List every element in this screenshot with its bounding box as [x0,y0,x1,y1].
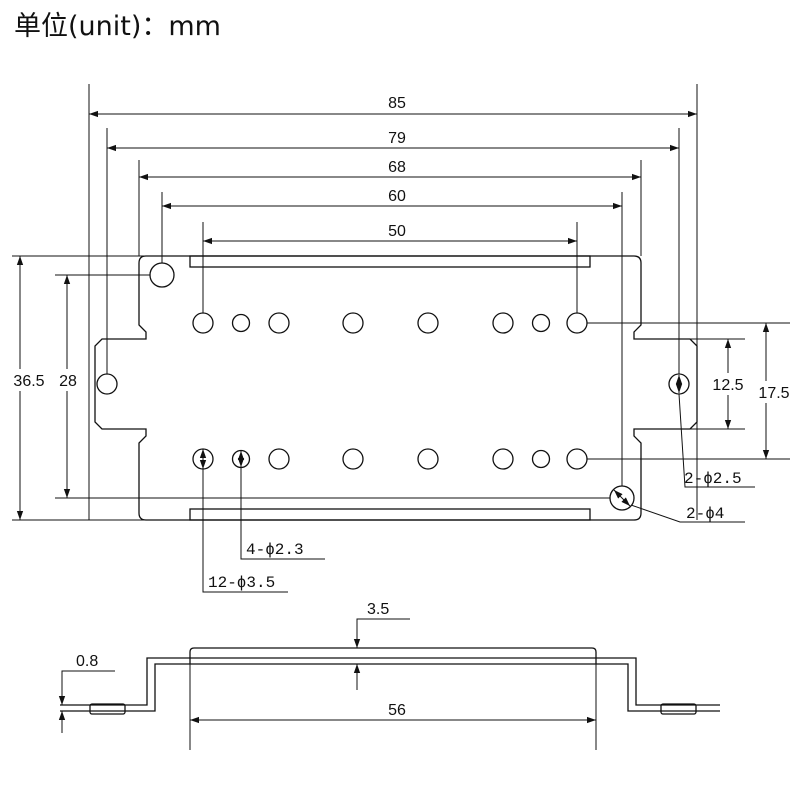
pole-hole [417,312,439,334]
pole-hole [342,448,364,470]
side-view-profile [60,647,720,715]
dim-60: 60 [388,188,406,205]
height-dimensions-right: 12.5 17.5 [587,322,796,460]
dim-68: 68 [388,159,406,176]
dim-36-5: 36.5 [13,373,44,390]
dim-56: 56 [388,702,406,719]
dim-17-5: 17.5 [758,385,789,402]
corner-hole-top-left [149,262,175,288]
pole-hole [268,448,290,470]
callout-4-phi-2-3: 4-ϕ2.3 [246,541,304,559]
dim-85: 85 [388,95,406,112]
dim-50: 50 [388,223,406,240]
callout-2-phi-2-5: 2-ϕ2.5 [684,470,742,488]
dim-3-5: 3.5 [367,601,389,618]
pole-hole-small [531,449,551,469]
callout-12-phi-3-5: 12-ϕ3.5 [208,574,275,592]
pole-hole-small [531,313,551,333]
unit-caption: 单位(unit)：mm [14,11,221,42]
dim-0-8: 0.8 [76,653,98,670]
pole-hole-small [231,449,251,469]
callout-small-mount-holes: 2-ϕ2.5 [678,393,755,488]
pole-holes-top-row [192,312,588,334]
pole-hole [342,312,364,334]
side-view-dimensions: 3.5 0.8 56 [58,601,597,750]
width-dimensions: 85 79 68 60 50 [88,84,698,520]
plate-outline [94,255,698,521]
pole-hole [492,448,514,470]
pole-hole [566,448,588,470]
pole-hole-small [231,313,251,333]
callout-small-pole-holes: 4-ϕ2.3 [240,468,325,560]
callout-pole-holes: 12-ϕ3.5 [202,469,288,593]
mount-holes [96,262,690,511]
pole-hole [192,312,214,334]
pole-hole [417,448,439,470]
hole-diameter-arrows [199,375,683,507]
pole-hole [268,312,290,334]
dim-28: 28 [59,373,77,390]
pole-hole [566,312,588,334]
dim-79: 79 [388,130,406,147]
pole-holes-bottom-row [192,448,588,470]
dim-12-5: 12.5 [712,377,743,394]
callout-2-phi-4: 2-ϕ4 [686,505,724,523]
side-hole-left [96,373,118,395]
callout-corner-holes: 2-ϕ4 [630,504,745,523]
height-dimensions-left: 36.5 28 [6,255,610,521]
pole-hole [492,312,514,334]
